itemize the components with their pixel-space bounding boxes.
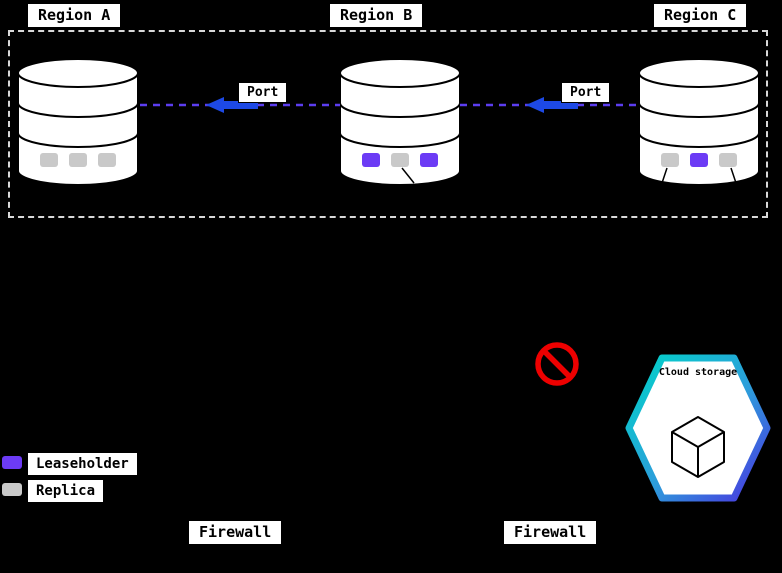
cluster-boundary — [8, 30, 768, 218]
legend-label-leaseholder: Leaseholder — [27, 452, 138, 476]
pill-callout-line — [401, 167, 415, 184]
cylinder-separator — [339, 132, 461, 148]
legend-label-replica: Replica — [27, 479, 105, 503]
database-region-a — [17, 58, 139, 186]
database-region-b — [339, 58, 461, 186]
legend-swatch-leaseholder — [2, 456, 22, 469]
range-pill — [362, 153, 380, 167]
replication-link-b-c — [460, 97, 638, 113]
range-pill — [719, 153, 737, 167]
region-c-label: Region C — [653, 3, 748, 28]
firewall-label-1: Firewall — [188, 520, 283, 545]
cylinder-body — [638, 73, 760, 186]
range-pill — [420, 153, 438, 167]
cylinder-separator — [17, 102, 139, 118]
range-pill — [69, 153, 87, 167]
range-pill — [98, 153, 116, 167]
blocked-icon — [535, 342, 579, 386]
cylinder-body — [339, 73, 461, 186]
legend-swatch-replica — [2, 483, 22, 496]
range-pill — [690, 153, 708, 167]
storage-cube-icon — [671, 416, 725, 478]
region-a-label: Region A — [27, 3, 122, 28]
cylinder-top — [17, 58, 139, 88]
range-pill — [391, 153, 409, 167]
database-region-c — [638, 58, 760, 186]
cylinder-top — [339, 58, 461, 88]
cylinder-top — [638, 58, 760, 88]
range-pill — [661, 153, 679, 167]
cloud-storage-label: Cloud storage — [658, 367, 738, 378]
cylinder-separator — [339, 102, 461, 118]
range-pill — [40, 153, 58, 167]
cylinder-separator — [17, 132, 139, 148]
port-label-1: Port — [238, 82, 288, 103]
pill-callout-line — [730, 167, 737, 184]
port-label-2: Port — [561, 82, 611, 103]
cylinder-body — [17, 73, 139, 186]
cloud-storage-icon — [625, 354, 771, 502]
hexagon-border — [625, 354, 771, 502]
cylinder-separator — [638, 102, 760, 118]
firewall-label-2: Firewall — [503, 520, 598, 545]
pill-callout-line — [661, 167, 668, 184]
region-b-label: Region B — [329, 3, 424, 28]
cylinder-separator — [638, 132, 760, 148]
